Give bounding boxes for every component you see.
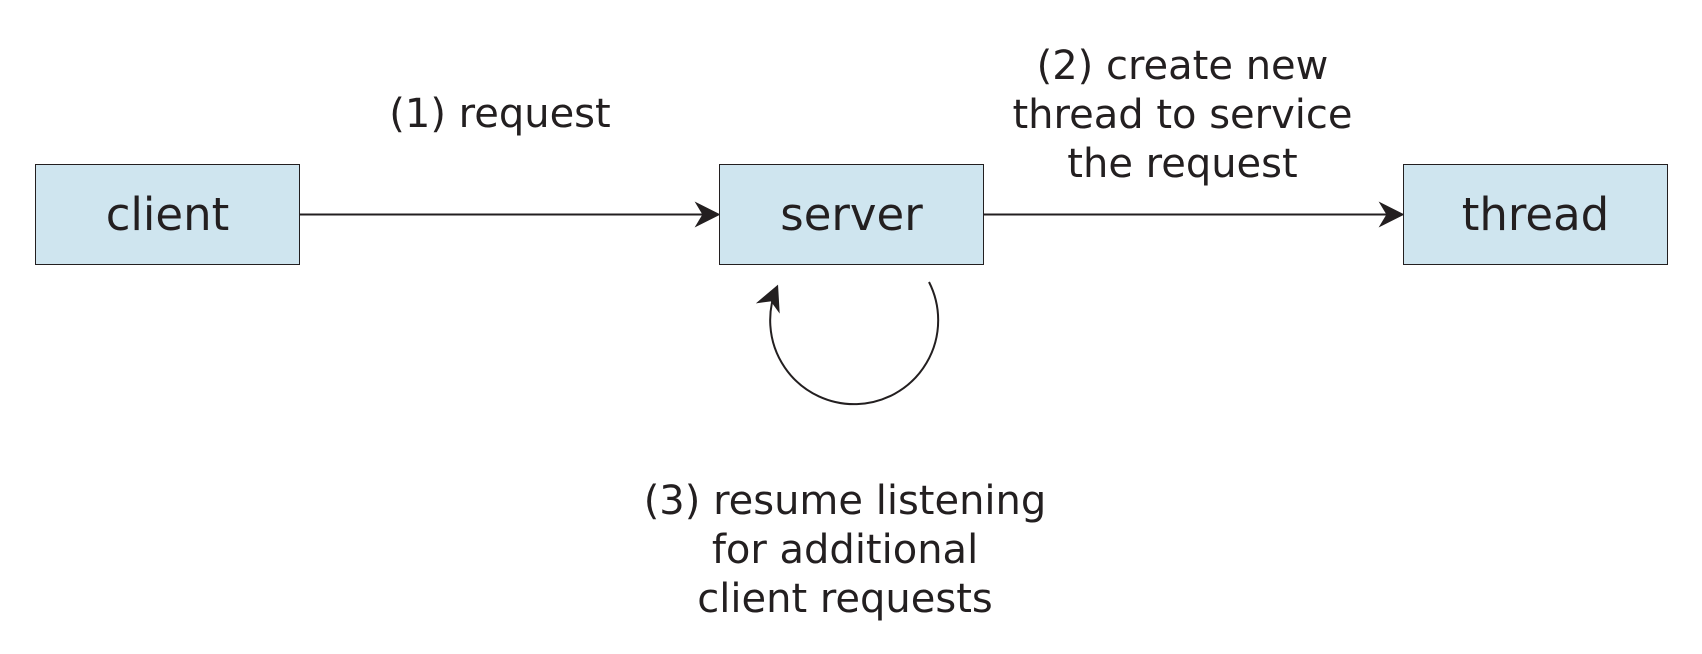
create-thread-edge-label: (2) create new thread to service the req…: [975, 42, 1390, 189]
request-edge-label-line: (1) request: [389, 91, 611, 137]
resume-listening-edge-label: (3) resume listening for additional clie…: [600, 477, 1090, 624]
server-node: server: [719, 164, 984, 265]
client-node-label: client: [105, 188, 230, 241]
resume-listening-loop-arrow: [755, 281, 940, 406]
create-thread-label-line-1: (2) create new: [1036, 43, 1329, 89]
thread-node-label: thread: [1461, 188, 1610, 241]
resume-listening-label-line-1: (3) resume listening: [643, 478, 1047, 524]
server-node-label: server: [780, 188, 923, 241]
client-node: client: [35, 164, 300, 265]
create-thread-label-line-2: thread to service: [1012, 92, 1353, 138]
thread-node: thread: [1403, 164, 1668, 265]
resume-listening-label-line-3: client requests: [697, 576, 993, 622]
request-edge-label: (1) request: [350, 90, 650, 139]
create-thread-label-line-3: the request: [1067, 141, 1298, 187]
resume-listening-label-line-2: for additional: [711, 527, 979, 573]
